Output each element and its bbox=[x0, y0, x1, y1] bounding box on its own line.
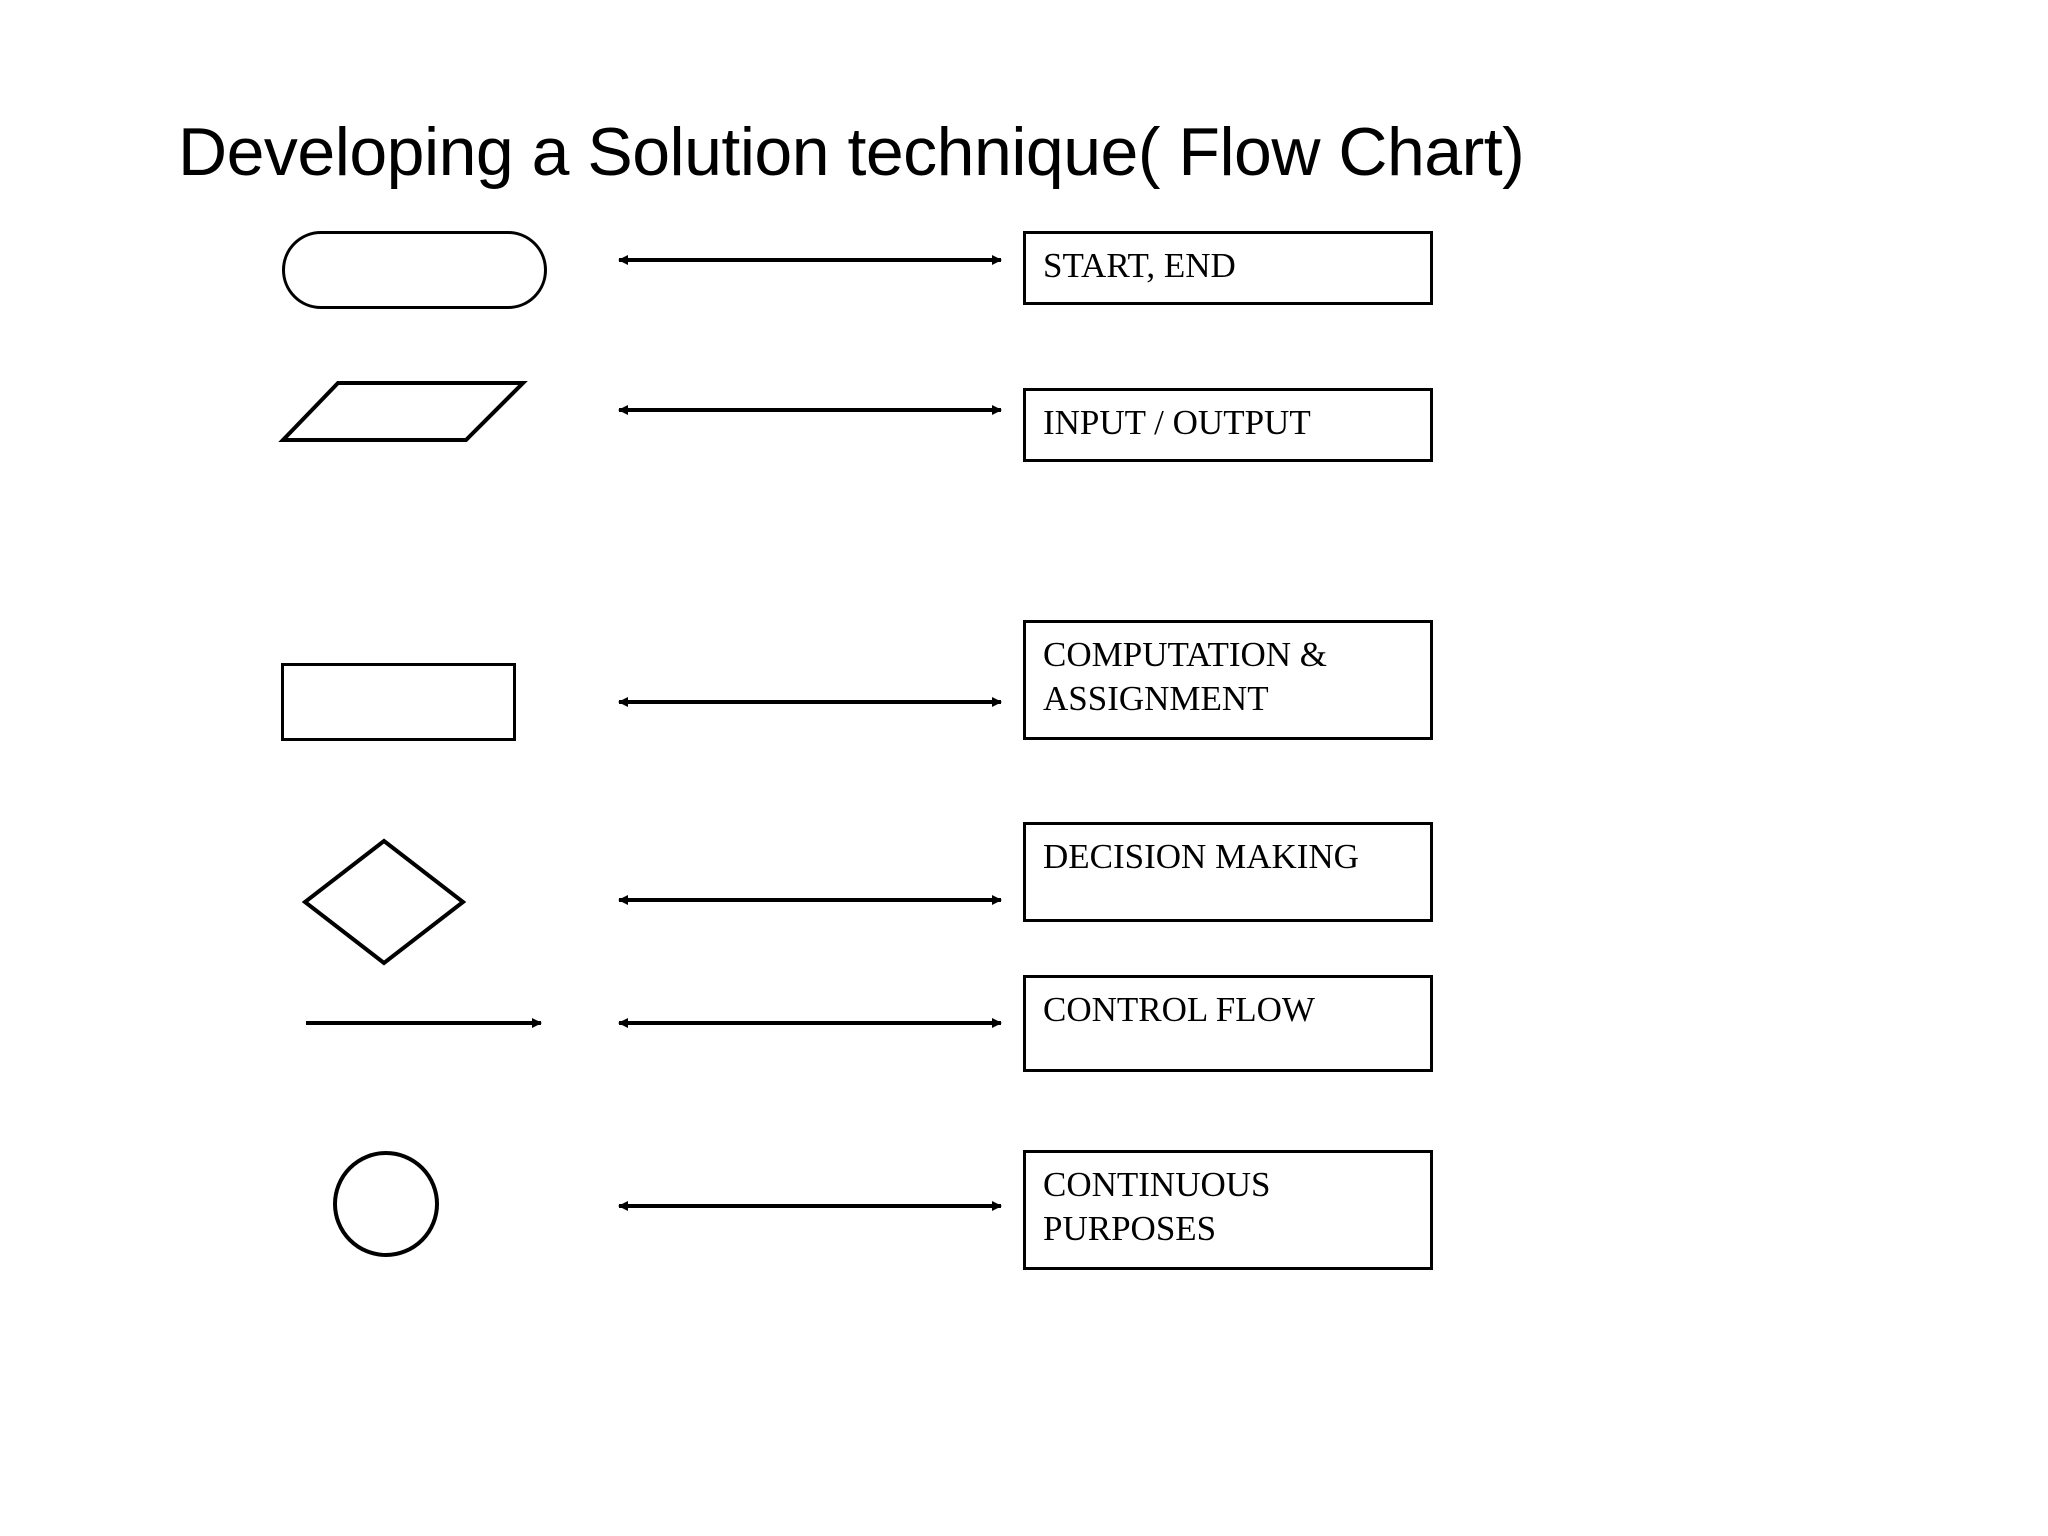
double-headed-arrow-row-1 bbox=[618, 255, 1002, 265]
double-headed-arrow-row-4 bbox=[618, 895, 1002, 905]
double-headed-arrow-row-3 bbox=[618, 697, 1002, 707]
terminator-shape bbox=[282, 231, 547, 309]
process-shape bbox=[281, 663, 516, 741]
label-text-input-output: INPUT / OUTPUT bbox=[1043, 403, 1311, 442]
double-headed-arrow-row-6 bbox=[618, 1201, 1002, 1211]
label-box-start-end: START, END bbox=[1023, 231, 1433, 305]
label-box-input-output: INPUT / OUTPUT bbox=[1023, 388, 1433, 462]
double-headed-arrow-row-2 bbox=[618, 405, 1002, 415]
label-text-control-flow: CONTROL FLOW bbox=[1043, 990, 1315, 1029]
double-headed-arrow-row-5 bbox=[618, 1018, 1002, 1028]
page-title: Developing a Solution technique( Flow Ch… bbox=[178, 114, 1525, 190]
label-text-computation-assignment: COMPUTATION & ASSIGNMENT bbox=[1043, 635, 1328, 719]
connector-shape bbox=[333, 1151, 439, 1257]
label-box-decision-making: DECISION MAKING bbox=[1023, 822, 1433, 922]
decision-shape bbox=[301, 838, 467, 966]
label-text-start-end: START, END bbox=[1043, 246, 1236, 285]
label-box-control-flow: CONTROL FLOW bbox=[1023, 975, 1433, 1072]
label-text-continuous-purposes: CONTINUOUS PURPOSES bbox=[1043, 1165, 1271, 1249]
label-box-continuous-purposes: CONTINUOUS PURPOSES bbox=[1023, 1150, 1433, 1270]
label-box-computation-assignment: COMPUTATION & ASSIGNMENT bbox=[1023, 620, 1433, 740]
flowline-shape bbox=[306, 1018, 542, 1028]
label-text-decision-making: DECISION MAKING bbox=[1043, 837, 1359, 876]
input-output-shape bbox=[278, 381, 528, 442]
